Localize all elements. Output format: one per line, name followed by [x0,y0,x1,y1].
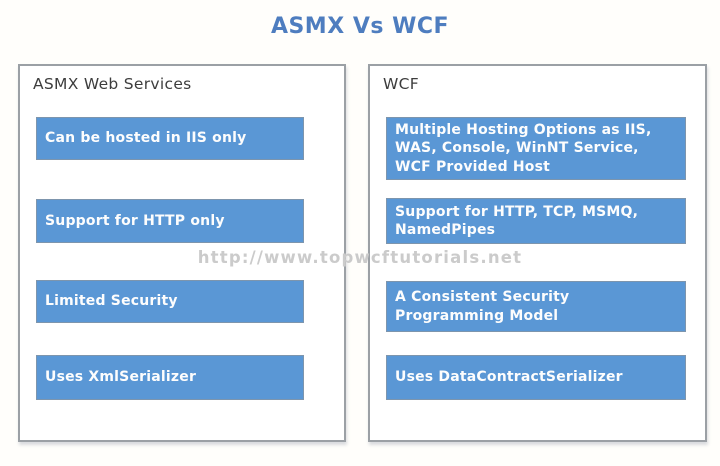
feature-box-asmx-protocols: Support for HTTP only [36,199,304,243]
panel-wcf-header: WCF [383,75,419,93]
feature-box-wcf-hosting: Multiple Hosting Options as IIS, WAS, Co… [386,117,686,180]
feature-box-asmx-security: Limited Security [36,280,304,323]
feature-box-wcf-serializer: Uses DataContractSerializer [386,355,686,400]
panel-asmx: ASMX Web Services Can be hosted in IIS o… [18,64,346,442]
panel-asmx-header: ASMX Web Services [33,75,192,93]
feature-box-wcf-protocols: Support for HTTP, TCP, MSMQ, NamedPipes [386,198,686,244]
feature-box-asmx-hosting: Can be hosted in IIS only [36,117,304,160]
feature-box-asmx-serializer: Uses XmlSerializer [36,355,304,400]
panel-wcf: WCF Multiple Hosting Options as IIS, WAS… [368,64,707,442]
feature-box-wcf-security: A Consistent Security Programming Model [386,281,686,332]
diagram-title: ASMX Vs WCF [270,14,450,39]
